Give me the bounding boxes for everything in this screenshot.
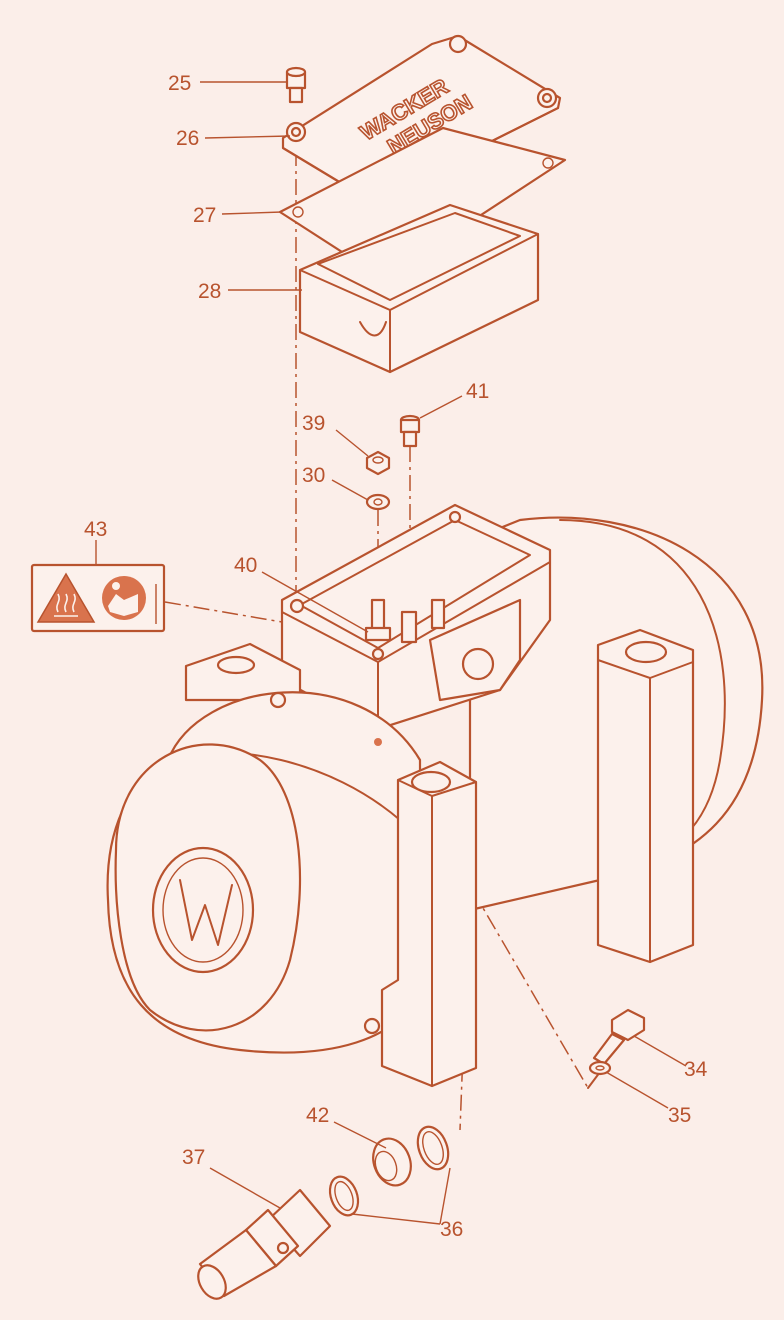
callout-39: 39 [302, 412, 325, 435]
spacer-ring-42 [372, 1137, 412, 1187]
callout-41: 41 [466, 380, 489, 403]
callout-42: 42 [306, 1104, 329, 1127]
callout-36: 36 [440, 1218, 463, 1241]
callout-25: 25 [168, 72, 191, 95]
callout-40: 40 [234, 554, 257, 577]
hex-bolt-34 [592, 1008, 646, 1066]
hose-fitting-37 [197, 1188, 332, 1300]
o-ring-36-lower [328, 1175, 360, 1217]
callout-34: 34 [684, 1058, 708, 1081]
callout-28: 28 [198, 280, 221, 303]
washer-35 [588, 1060, 612, 1076]
callout-numbers: 25 26 27 28 41 39 30 43 40 34 35 42 37 3… [84, 72, 708, 1241]
terminal-box-frame-28 [298, 203, 540, 374]
callout-37: 37 [182, 1146, 205, 1169]
mounting-post-right [596, 628, 695, 964]
hot-surface-warning-icon [36, 572, 96, 623]
callout-26: 26 [176, 127, 199, 150]
callout-27: 27 [193, 204, 216, 227]
mounting-post-center [374, 738, 478, 1088]
callout-43: 43 [84, 518, 107, 541]
leader-lines [95, 81, 687, 1225]
callout-30: 30 [302, 464, 325, 487]
o-ring-36-upper [416, 1125, 450, 1171]
terminal-studs [364, 598, 446, 644]
cap-screw-25 [285, 66, 307, 104]
motor-housing-front [106, 642, 422, 1054]
read-manual-icon [102, 576, 146, 620]
warning-label-43 [30, 563, 166, 633]
callout-35: 35 [668, 1104, 691, 1127]
hex-nut-39 [365, 450, 391, 476]
